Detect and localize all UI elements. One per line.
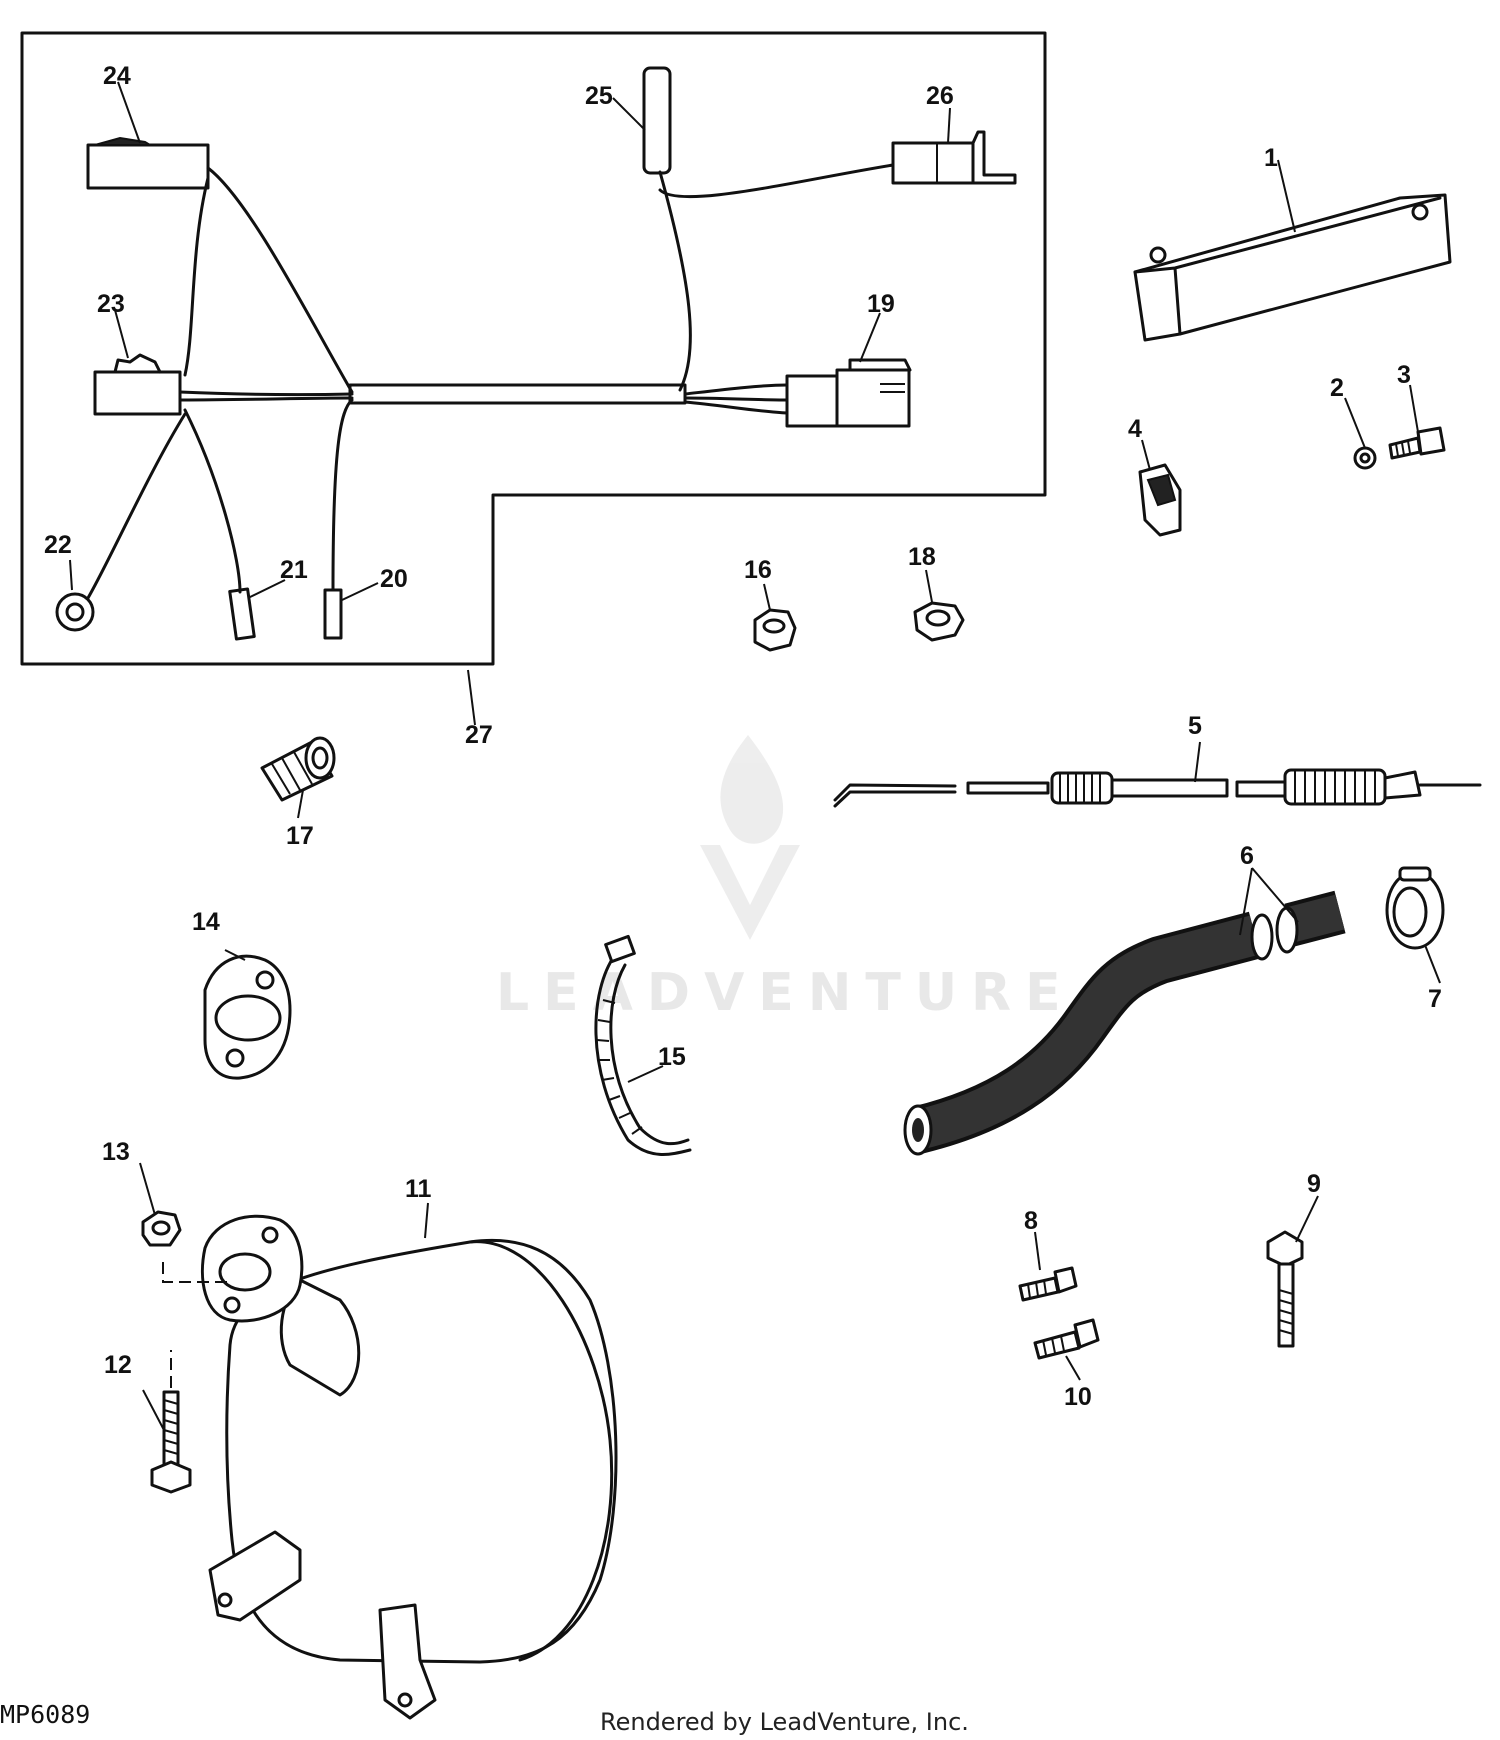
callout-4: 4	[1128, 415, 1142, 443]
harness-trunk	[348, 383, 687, 405]
connector-19	[785, 358, 912, 428]
callout-12: 12	[104, 1351, 132, 1379]
callout-16: 16	[744, 556, 772, 584]
part-17-wirenut	[260, 736, 336, 802]
callout-7: 7	[1428, 985, 1442, 1013]
part-5-cable	[833, 768, 1482, 808]
callout-25: 25	[585, 82, 613, 110]
part-1-bracket	[1133, 193, 1452, 342]
callout-17: 17	[286, 822, 314, 850]
part-11-muffler	[162, 1214, 618, 1720]
callout-9: 9	[1307, 1170, 1321, 1198]
callout-14: 14	[192, 908, 220, 936]
part-9-bolt	[1266, 1230, 1304, 1348]
part-7-clamp	[1385, 866, 1445, 950]
diagram-code: MP6089	[0, 1700, 90, 1729]
terminal-20	[323, 588, 343, 640]
leadventure-watermark: LEADVENTURE	[496, 735, 1075, 1023]
callout-19: 19	[867, 290, 895, 318]
callout-1: 1	[1264, 144, 1278, 172]
part-14-gasket	[203, 954, 292, 1080]
part-2-nut	[1353, 446, 1377, 470]
part-6-hose	[903, 890, 1346, 1156]
part-3-screw	[1388, 426, 1446, 460]
callout-11: 11	[405, 1175, 432, 1203]
part-8-screw	[1018, 1266, 1078, 1302]
part-18-nut	[913, 601, 965, 642]
connector-26	[891, 130, 1017, 185]
callout-6: 6	[1240, 842, 1254, 870]
wiring-harness-group	[20, 31, 1047, 666]
callout-24: 24	[103, 62, 131, 90]
part-4-clip	[1138, 463, 1182, 537]
part-13-nut	[141, 1210, 182, 1247]
callout-27: 27	[465, 721, 493, 749]
connector-24	[86, 136, 210, 190]
connector-23	[93, 353, 182, 416]
render-credit: Rendered by LeadVenture, Inc.	[600, 1708, 969, 1735]
callout-3: 3	[1397, 361, 1411, 389]
leader-lines	[69, 81, 1441, 1433]
callout-13: 13	[102, 1138, 130, 1166]
callout-22: 22	[44, 531, 72, 559]
callout-26: 26	[926, 82, 954, 110]
callout-10: 10	[1064, 1383, 1092, 1411]
part-12-bolt	[150, 1350, 192, 1494]
callout-21: 21	[280, 556, 308, 584]
callout-labels: 1 2 3 4 5 6 7 8 9 10 11 12 13 14 15 16 1…	[44, 62, 1442, 1411]
callout-5: 5	[1188, 712, 1202, 740]
callout-15: 15	[658, 1043, 686, 1071]
callout-2: 2	[1330, 374, 1344, 402]
callout-20: 20	[380, 565, 408, 593]
part-16-locknut	[753, 608, 797, 652]
callout-8: 8	[1024, 1207, 1038, 1235]
harness-wires	[86, 163, 895, 600]
part-15-strap	[594, 934, 692, 1156]
callout-23: 23	[97, 290, 125, 318]
callout-18: 18	[908, 543, 936, 571]
terminal-25	[642, 66, 672, 175]
ring-terminal-22	[55, 592, 95, 632]
watermark-text: LEADVENTURE	[496, 963, 1075, 1023]
part-10-screw	[1033, 1318, 1100, 1360]
